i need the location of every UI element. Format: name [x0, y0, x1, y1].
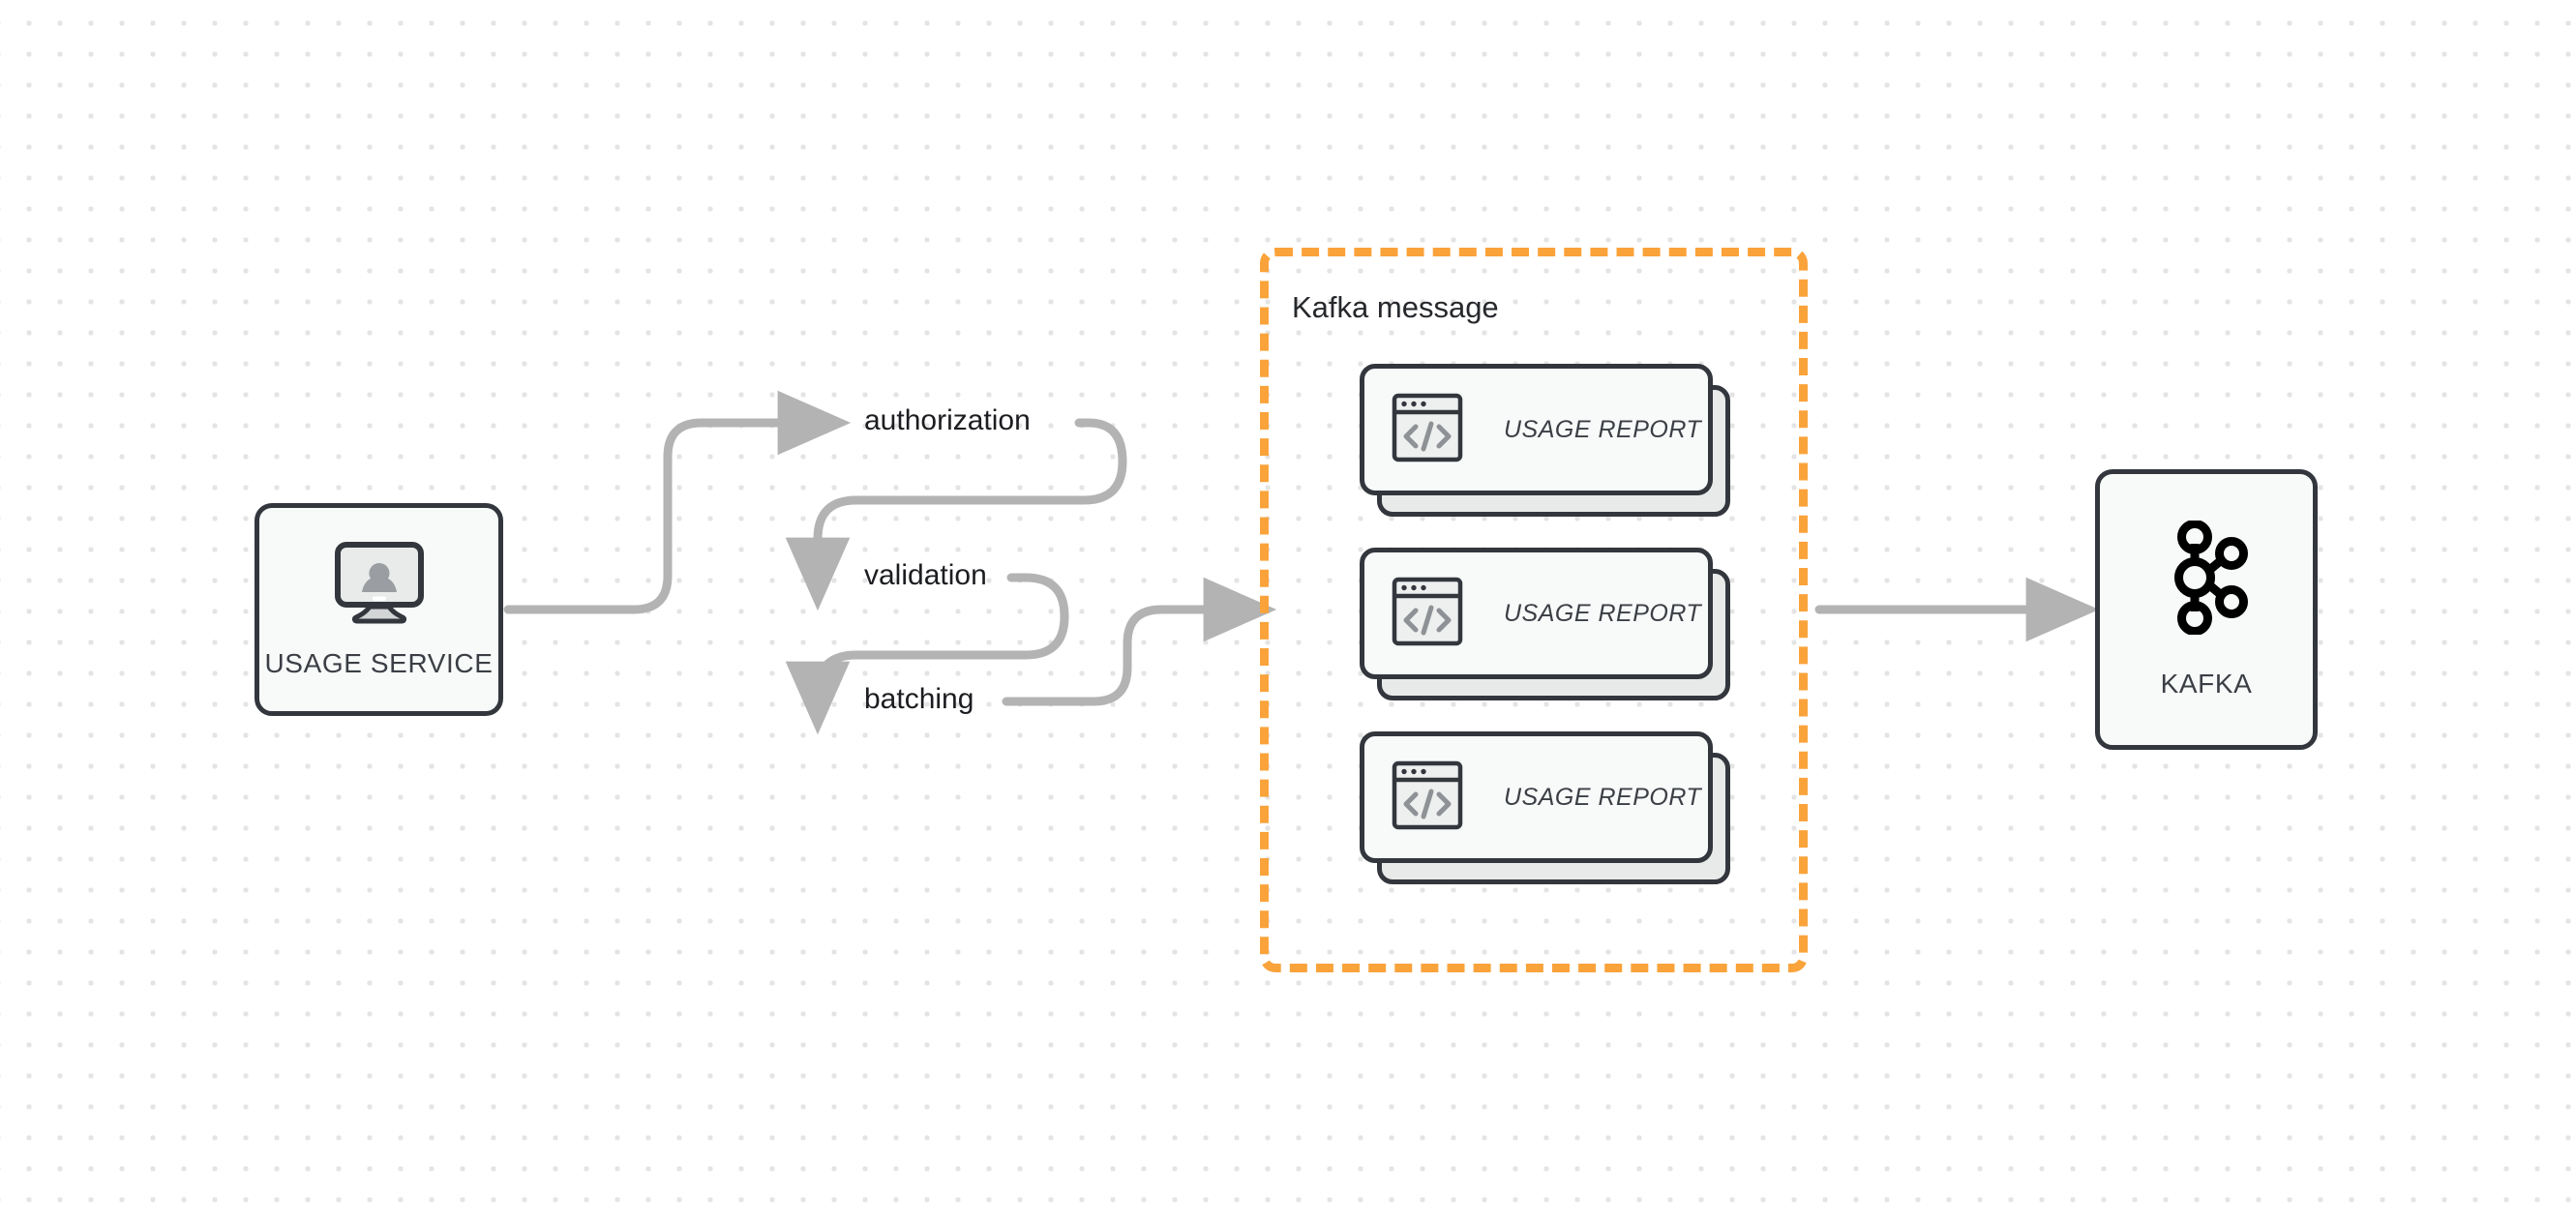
step-label-authorization: authorization	[864, 404, 1031, 436]
edge-validation-to-batching	[785, 573, 1069, 735]
edge-authorization-to-validation	[785, 418, 1127, 611]
kafka-logo-icon	[2165, 519, 2248, 640]
node-usage-service-label: USAGE SERVICE	[264, 647, 494, 678]
node-usage-service[interactable]: USAGE SERVICE	[255, 503, 503, 716]
card-front: USAGE REPORT	[1360, 548, 1713, 679]
usage-report-card-label: USAGE REPORT	[1504, 415, 1702, 443]
usage-report-card[interactable]: USAGE REPORT	[1360, 548, 1730, 700]
code-window-icon	[1392, 393, 1463, 467]
usage-report-card-label: USAGE REPORT	[1504, 599, 1702, 627]
card-front: USAGE REPORT	[1360, 731, 1713, 863]
usage-report-card[interactable]: USAGE REPORT	[1360, 364, 1730, 517]
edge-batching-to-kafka-message	[1002, 577, 1277, 706]
usage-report-card[interactable]: USAGE REPORT	[1360, 731, 1730, 884]
node-kafka-label: KAFKA	[2160, 668, 2253, 699]
edge-usage-to-authorization	[503, 390, 852, 614]
step-label-validation: validation	[864, 559, 987, 591]
code-window-icon	[1392, 577, 1463, 651]
step-label-batching: batching	[864, 683, 974, 715]
monitor-user-icon	[333, 541, 426, 629]
code-window-icon	[1392, 760, 1463, 835]
usage-report-card-label: USAGE REPORT	[1504, 783, 1702, 811]
card-front: USAGE REPORT	[1360, 364, 1713, 495]
kafka-message-group-title: Kafka message	[1292, 290, 1499, 324]
node-kafka[interactable]: KAFKA	[2095, 469, 2318, 750]
kafka-message-group	[1260, 248, 1808, 972]
